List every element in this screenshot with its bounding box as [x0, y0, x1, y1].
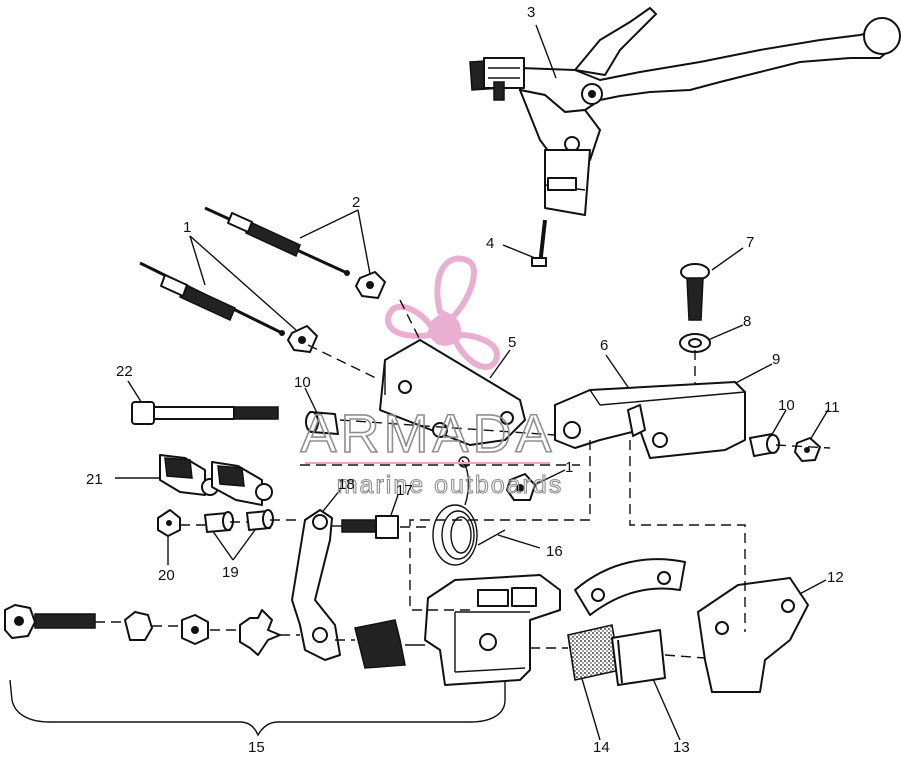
callout-10-left: 10	[294, 374, 311, 391]
callout-6: 6	[600, 337, 608, 354]
part-22-long-bolt	[131, 401, 279, 425]
callout-1-center: 1	[565, 459, 573, 476]
part-1-cable	[139, 261, 318, 353]
callout-14: 14	[593, 739, 610, 756]
alignment-lines	[95, 299, 831, 659]
part-13-pad-backing	[611, 629, 666, 686]
callout-13: 13	[673, 739, 690, 756]
callout-8: 8	[743, 313, 751, 330]
callout-10-right: 10	[778, 397, 795, 414]
part-11-nut	[794, 437, 821, 462]
caliper-body	[424, 574, 561, 686]
part-10-spacer-right	[749, 433, 780, 457]
callout-16: 16	[546, 543, 563, 560]
part-20-nut	[157, 509, 181, 537]
leader-lines	[115, 24, 829, 741]
callout-9: 9	[772, 351, 780, 368]
part-3-brake-lever	[469, 7, 901, 216]
part-10-spacer-left	[305, 411, 339, 435]
part-8-washer	[679, 333, 711, 353]
part-12-caliper-plate	[697, 577, 809, 693]
part-7-bolt	[680, 263, 710, 321]
part-17-bolt	[341, 515, 399, 539]
callout-20: 20	[158, 567, 175, 584]
part-15-assembly	[4, 604, 506, 737]
callout-19: 19	[222, 564, 239, 581]
brake-disc-segment	[574, 558, 686, 616]
watermark-tagline: marine outboards	[337, 471, 564, 499]
part-18-lever-arm	[291, 509, 341, 661]
callout-7: 7	[746, 234, 754, 251]
part-2-cable	[204, 206, 386, 299]
part-14-brake-pad	[567, 624, 621, 681]
callout-12: 12	[827, 569, 844, 586]
callout-1-upper: 1	[183, 219, 191, 236]
callout-22: 22	[116, 363, 133, 380]
callout-labels: 1 2 3 4 5 6 7 8 9 10 10 11 12 13 14 15 1…	[86, 4, 844, 756]
callout-21: 21	[86, 471, 103, 488]
callout-17: 17	[396, 482, 413, 499]
part-4-screw	[531, 219, 547, 267]
part-19-bushings	[204, 509, 274, 533]
watermark-text: ARMADA marine outboards	[300, 403, 564, 499]
part-6-bracket	[554, 381, 746, 459]
callout-15: 15	[248, 739, 265, 756]
callout-2: 2	[352, 194, 360, 211]
callout-11: 11	[824, 399, 840, 416]
callout-5: 5	[508, 334, 516, 351]
part-5-link-plate	[379, 339, 526, 446]
part-1-nut	[506, 473, 536, 501]
watermark-brand: ARMADA	[300, 404, 555, 464]
part-21-clevis	[159, 454, 273, 506]
callout-4: 4	[486, 235, 494, 252]
callout-3: 3	[527, 4, 535, 21]
watermark-logo	[384, 255, 501, 370]
callout-18: 18	[338, 476, 355, 493]
